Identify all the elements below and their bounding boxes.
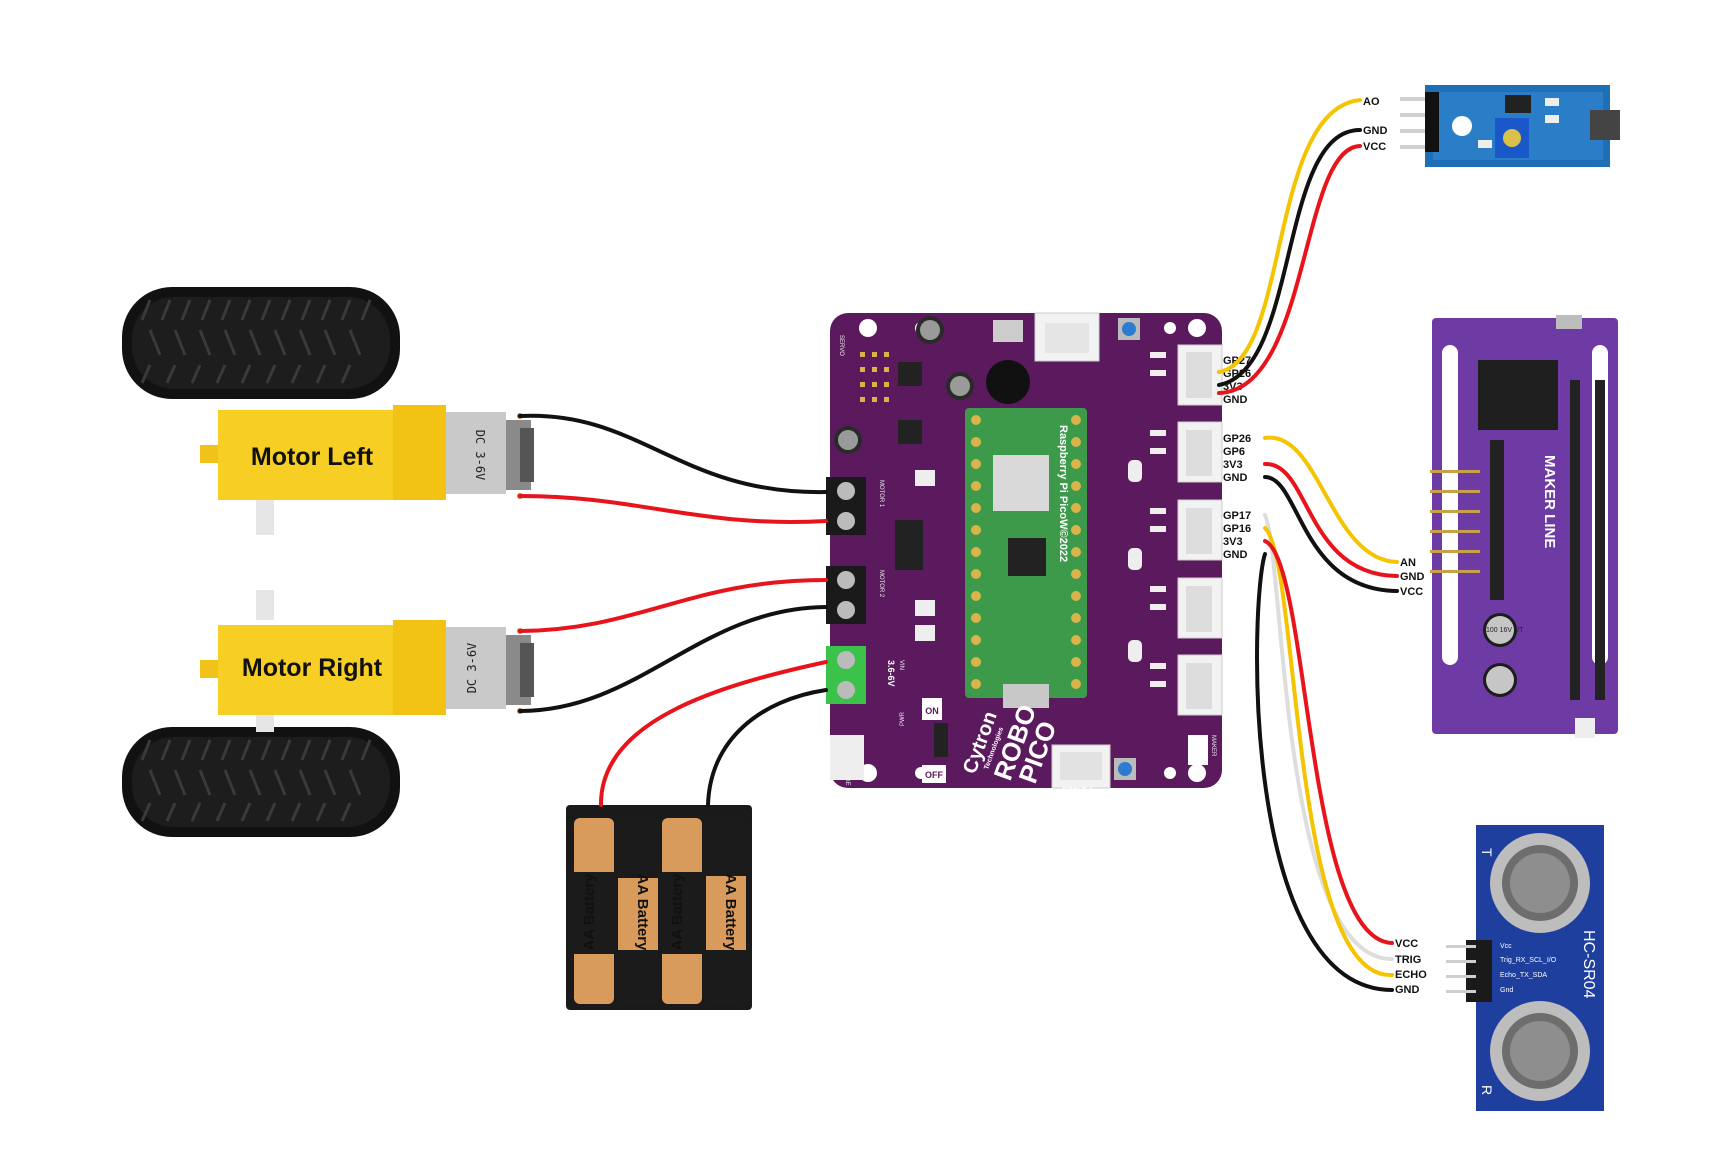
off-label: OFF bbox=[925, 770, 943, 780]
svg-text:GND: GND bbox=[1223, 472, 1248, 484]
vin-terminal bbox=[826, 646, 866, 704]
wheel-left-top bbox=[122, 287, 400, 399]
svg-text:GP16: GP16 bbox=[1223, 523, 1251, 535]
battery-cell-3: AA Battery bbox=[662, 818, 702, 1004]
motor1-label: MOTOR 1 bbox=[878, 480, 884, 508]
grove1-label: GROVE 1 bbox=[1062, 787, 1093, 794]
maker-label: MAKER bbox=[1210, 735, 1216, 757]
motor1-terminal bbox=[826, 477, 866, 535]
svg-text:AA Battery: AA Battery bbox=[722, 874, 739, 952]
pico-w-module: Raspberry Pi PicoW©2022 bbox=[965, 408, 1087, 708]
sonar-t-label: T bbox=[1479, 848, 1495, 857]
servo-label: SERVO bbox=[838, 335, 844, 356]
vin-pin-label: VIN bbox=[898, 660, 904, 670]
svg-text:AA Battery: AA Battery bbox=[581, 873, 598, 951]
sonar-pin-gnd: Gnd bbox=[1500, 987, 1513, 994]
sonar-pin-trig: Trig_RX_SCL_I/O bbox=[1500, 957, 1557, 964]
vin-range-label: 3.6-6V bbox=[886, 660, 896, 687]
pwr-label: PWR bbox=[900, 711, 906, 726]
svg-text:GND: GND bbox=[1223, 394, 1248, 406]
battery-pack: AA Battery AA Battery AA Battery AA Batt… bbox=[566, 805, 752, 1010]
svg-text:GP6: GP6 bbox=[1223, 446, 1245, 458]
battery-cell-1: AA Battery bbox=[574, 818, 614, 1004]
motor-left-spec: DC 3-6V bbox=[473, 430, 487, 481]
ultrasonic-pin-labels: VCC TRIG ECHO GND bbox=[1395, 938, 1427, 996]
wires bbox=[518, 98, 1399, 992]
lipo-label: LIPO bbox=[834, 760, 840, 774]
svg-text:VCC: VCC bbox=[1363, 141, 1386, 153]
maker-line-sensor: 100 16V UT MAKER LINE bbox=[1430, 315, 1618, 738]
motor-right-spec: DC 3-6V bbox=[465, 643, 479, 694]
svg-text:ECHO: ECHO bbox=[1395, 969, 1427, 981]
pico-label: Raspberry Pi PicoW©2022 bbox=[1057, 425, 1069, 562]
motor2-label: MOTOR 2 bbox=[878, 570, 884, 598]
charge-label: CHARGE bbox=[844, 760, 850, 786]
svg-text:TRIG: TRIG bbox=[1395, 954, 1421, 966]
line-sensor-pin-labels: AN GND VCC bbox=[1400, 557, 1425, 598]
svg-text:VCC: VCC bbox=[1400, 586, 1423, 598]
svg-text:AA Battery: AA Battery bbox=[669, 873, 686, 951]
svg-text:AN: AN bbox=[1400, 557, 1416, 569]
svg-text:3V3: 3V3 bbox=[1223, 536, 1243, 548]
port3-labels: GP17 GP16 3V3 GND bbox=[1223, 510, 1251, 561]
svg-text:GND: GND bbox=[1395, 984, 1420, 996]
svg-text:3V3: 3V3 bbox=[1223, 459, 1243, 471]
svg-text:GND: GND bbox=[1223, 549, 1248, 561]
light-sensor-module bbox=[1400, 85, 1620, 167]
svg-text:GP17: GP17 bbox=[1223, 510, 1251, 522]
wheel-left-bottom bbox=[122, 727, 400, 837]
svg-text:GP26: GP26 bbox=[1223, 433, 1251, 445]
line-title: MAKER LINE bbox=[1541, 455, 1558, 548]
svg-text:VCC: VCC bbox=[1395, 938, 1418, 950]
motor2-terminal bbox=[826, 566, 866, 624]
ultrasonic-sensor: Vcc Trig_RX_SCL_I/O Echo_TX_SDA Gnd HC-S… bbox=[1446, 825, 1604, 1111]
sonar-r-label: R bbox=[1479, 1085, 1495, 1095]
svg-text:AO: AO bbox=[1363, 96, 1380, 108]
motor-left-label: Motor Left bbox=[251, 443, 374, 471]
sonar-pin-echo: Echo_TX_SDA bbox=[1500, 972, 1547, 979]
port2-labels: GP26 GP6 3V3 GND bbox=[1223, 433, 1251, 484]
svg-text:GND: GND bbox=[1400, 571, 1425, 583]
motor-left: Motor Left DC 3-6V bbox=[200, 405, 534, 500]
motor-right-label: Motor Right bbox=[242, 654, 383, 682]
line-cap-label: 100 16V UT bbox=[1486, 627, 1524, 634]
sonar-pin-vcc: Vcc bbox=[1500, 943, 1512, 950]
motor-right: Motor Right DC 3-6V bbox=[200, 620, 534, 715]
svg-text:AA Battery: AA Battery bbox=[634, 874, 651, 952]
battery-cell-2: AA Battery bbox=[618, 818, 658, 1004]
on-label: ON bbox=[925, 706, 939, 716]
svg-text:GND: GND bbox=[1363, 125, 1388, 137]
battery-cell-4: AA Battery bbox=[706, 818, 746, 1004]
sonar-model: HC-SR04 bbox=[1580, 930, 1597, 999]
light-sensor-pin-labels: AO GND VCC bbox=[1363, 96, 1388, 153]
robo-pico-board: SERVO bbox=[826, 312, 1223, 794]
